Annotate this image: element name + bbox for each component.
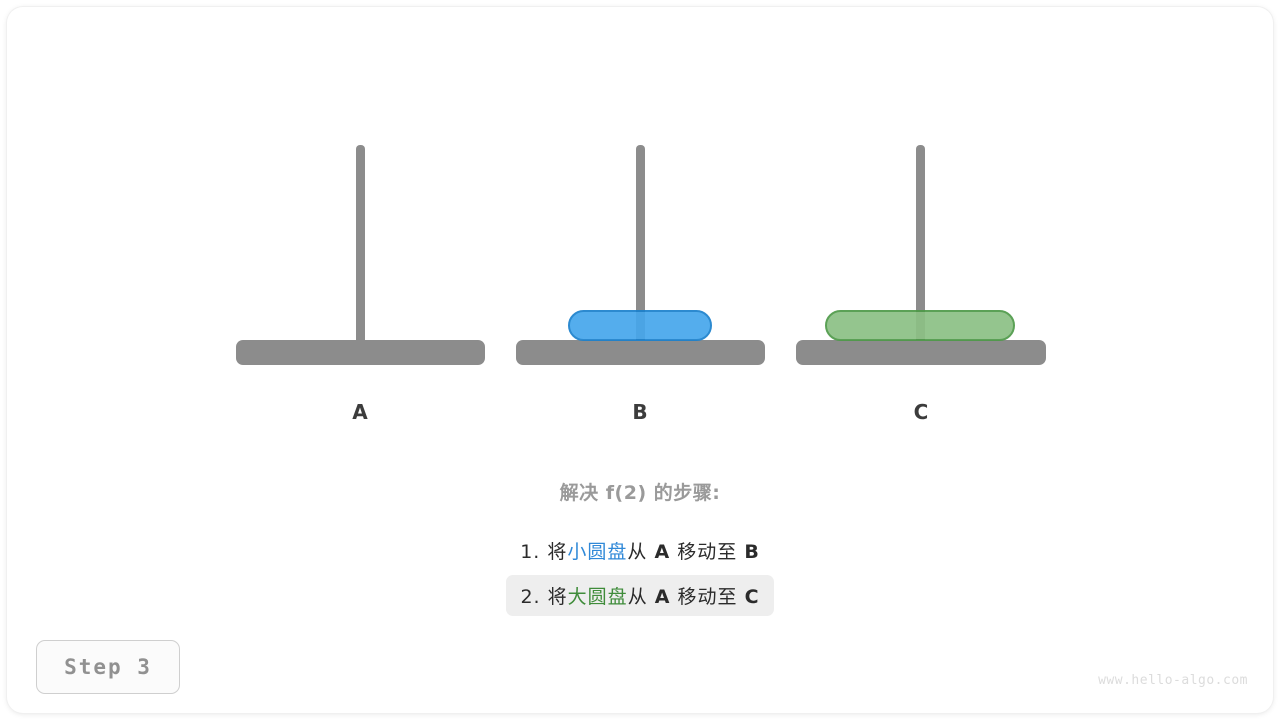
base-c	[796, 340, 1046, 365]
step-from-peg: A	[654, 541, 671, 563]
step-move-word: 移动至	[677, 586, 738, 608]
step-verb: 将	[547, 586, 568, 608]
rod-c	[916, 145, 925, 345]
base-a	[236, 340, 485, 365]
step-row: 2. 将大圆盘从 A 移动至 C	[0, 575, 1280, 616]
step-object: 小圆盘	[567, 541, 628, 563]
step-badge: Step 3	[36, 640, 180, 694]
caption-title: 解决 f(2) 的步骤:	[559, 482, 721, 504]
step-row: 1. 将小圆盘从 A 移动至 B	[0, 530, 1280, 571]
rod-a	[356, 145, 365, 345]
tower-label-c: C	[913, 400, 929, 424]
step-to-peg: B	[744, 541, 760, 563]
step-to-peg: C	[744, 586, 760, 608]
disk-small-on-b	[568, 310, 712, 341]
step-item-1: 1. 将小圆盘从 A 移动至 B	[506, 530, 774, 571]
step-from-word: 从	[627, 541, 648, 563]
step-from-peg: A	[654, 586, 671, 608]
watermark: www.hello-algo.com	[1098, 673, 1248, 688]
rod-b	[636, 145, 645, 345]
step-verb: 将	[547, 541, 568, 563]
step-index: 2.	[520, 586, 541, 608]
steps-list: 1. 将小圆盘从 A 移动至 B 2. 将大圆盘从 A 移动至 C	[0, 530, 1280, 620]
tower-label-a: A	[352, 400, 368, 424]
disk-large-on-c	[825, 310, 1015, 341]
step-move-word: 移动至	[677, 541, 738, 563]
base-b	[516, 340, 765, 365]
step-item-2: 2. 将大圆盘从 A 移动至 C	[506, 575, 774, 616]
step-object: 大圆盘	[567, 586, 628, 608]
tower-label-b: B	[632, 400, 648, 424]
step-index: 1.	[520, 541, 541, 563]
step-from-word: 从	[627, 586, 648, 608]
